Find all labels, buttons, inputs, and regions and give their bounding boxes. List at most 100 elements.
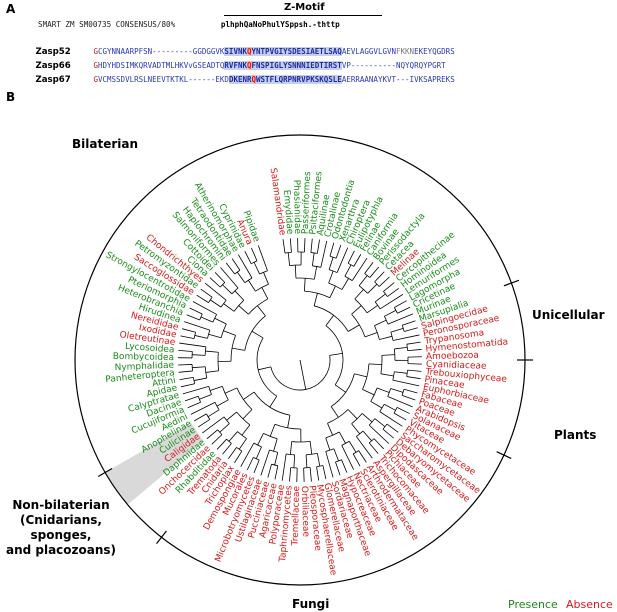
tree-branch <box>325 437 331 451</box>
tree-branch <box>313 266 318 280</box>
tree-branch <box>394 347 408 350</box>
tree-branch <box>251 330 264 339</box>
tree-branch <box>251 247 258 262</box>
tree-branch <box>267 464 272 478</box>
tree-branch <box>269 424 276 437</box>
tree-branch <box>330 406 339 418</box>
tree-branch <box>241 424 251 436</box>
taxon-labels: SalamandridaeEmydidaePhasianidaePasserif… <box>104 167 509 576</box>
seq-post: VP <box>341 61 351 70</box>
tree-branch <box>206 429 218 440</box>
tree-branch <box>386 423 399 433</box>
tree-branch <box>333 448 339 462</box>
tree-branch-arc <box>325 431 340 439</box>
tree-branch <box>328 270 334 284</box>
tree-branch <box>374 293 386 303</box>
tree-branch <box>402 320 416 326</box>
tree-branch <box>351 305 362 315</box>
legend-absence: Absence <box>566 598 613 611</box>
tree-branch <box>344 264 352 277</box>
tree-branch <box>303 278 306 292</box>
seq-motif-q: Q <box>247 47 252 56</box>
sequence-name: Zasp66 <box>35 61 71 71</box>
sequence: GHDYHDSIMKQRVADTMLHKVvGSEADTQRVFNKQFNSPI… <box>93 61 446 70</box>
taxon-label: Phasianidae <box>291 180 302 235</box>
tree-branch <box>382 428 394 439</box>
tree-branch <box>309 441 313 455</box>
outer-circle-group <box>74 134 533 586</box>
tree-branch-arc <box>356 430 364 437</box>
non-bilaterian-shaded-sector <box>105 423 204 505</box>
tree-branch <box>216 399 229 407</box>
tree-branch <box>197 419 211 428</box>
consensus-prefix: SMART ZM SM00735 CONSENSUS/80% <box>38 20 176 29</box>
tree-branch <box>322 465 327 480</box>
tree-branch <box>329 285 336 298</box>
tree-branch-arc <box>406 344 408 351</box>
tree-branch <box>192 366 206 369</box>
tree-branch <box>309 467 312 482</box>
tree-branch-arc <box>221 386 229 401</box>
tree-branch-arc <box>193 377 196 384</box>
tree-branch <box>401 395 416 401</box>
seq-motif-a: SIVNK <box>224 47 247 56</box>
tree-branch <box>246 457 254 471</box>
tree-branch-arc <box>362 363 370 390</box>
tree-branch <box>353 254 362 267</box>
tree-branch <box>196 294 209 303</box>
tree-branch-arc <box>253 457 260 461</box>
tree-branch-arc <box>374 325 380 340</box>
tree-branch <box>392 334 420 341</box>
taxon-label: Passeriformes <box>301 171 314 235</box>
tree-branch <box>316 239 320 254</box>
tree-branch <box>269 395 278 408</box>
tree-branch <box>384 309 397 317</box>
tree-branch <box>305 454 308 468</box>
tree-branch-arc <box>390 332 394 341</box>
tree-branch <box>179 342 206 348</box>
tree-branch <box>187 401 201 409</box>
tree-branch-arc <box>316 465 324 468</box>
tree-branch <box>348 441 357 453</box>
seq-post: AERRAANAYKVT <box>341 75 397 84</box>
sequence: GVCMSSDVLRSLNEEVTKTKL------EKDDKENRQWSTF… <box>93 75 455 84</box>
tree-branch <box>383 282 395 292</box>
taxon-label: Tremellaceae <box>291 485 303 546</box>
tree-branch-arc <box>328 269 338 273</box>
tree-branch <box>366 305 378 314</box>
tree-branch <box>273 438 278 452</box>
tree-branch <box>202 416 225 434</box>
tree-branch <box>294 265 297 279</box>
tree-branch-arc <box>199 313 203 321</box>
tree-branch <box>240 442 255 467</box>
tree-branch <box>293 454 296 468</box>
tree-branch-arc <box>250 260 258 265</box>
tree-branch <box>287 415 291 428</box>
tree-branch-arc <box>234 269 241 275</box>
tree-branch <box>347 409 358 420</box>
tree-branch-arc <box>387 388 392 397</box>
tree-branch <box>194 413 207 422</box>
tree-branch <box>378 276 390 287</box>
tree-branch-arc <box>341 440 350 446</box>
region-label-non-bilaterian: Non-bilaterian (Cnidarians, sponges, and… <box>2 498 120 558</box>
tree-branch <box>205 370 219 373</box>
tree-branch <box>351 423 361 435</box>
tree-branch <box>404 327 418 332</box>
region-label-plants: Plants <box>554 428 597 442</box>
sequence-row-zasp66: Zasp66 GHDYHDSIMKQRVADTMLHKVvGSEADTQRVFNK… <box>30 51 446 71</box>
tree-branch-arc <box>259 270 268 275</box>
tree-branch <box>193 377 207 381</box>
tree-branch <box>362 388 375 396</box>
tree-branch <box>304 238 306 253</box>
seq-pre: CGYNNAARPFSN---------GGDGGVK <box>97 47 225 56</box>
tree-branch <box>257 305 266 317</box>
tree-branch <box>394 300 407 308</box>
tree-branch <box>261 287 269 300</box>
taxon-label: Lycosoidea <box>125 342 175 356</box>
tree-branch-arc <box>255 283 269 292</box>
z-motif-bracket <box>224 15 382 16</box>
tree-branch <box>257 245 268 271</box>
